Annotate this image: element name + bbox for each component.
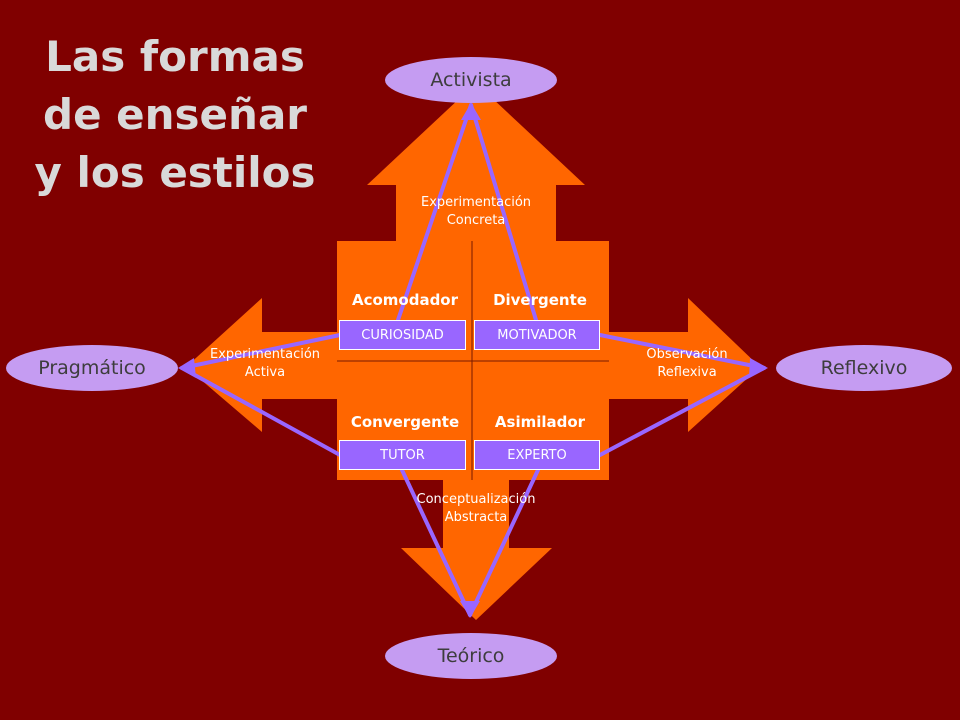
title-line-1: Las formas	[45, 32, 305, 81]
arrow-up	[367, 83, 585, 242]
title-line-2: de enseñar	[43, 90, 307, 139]
axis-label-right-line-1: Observación	[646, 347, 728, 362]
pole-reflexivo: Reflexivo	[776, 345, 952, 391]
axis-label-top: Experimentación Concreta	[396, 194, 556, 230]
axis-label-top-line-2: Concreta	[446, 213, 506, 228]
quadrant-title-acomodador: Acomodador	[351, 291, 459, 309]
page-title: Las formas de enseñar y los estilos	[20, 28, 330, 202]
axis-label-bottom-line-2: Abstracta	[444, 510, 508, 525]
axis-label-left-line-2: Activa	[244, 365, 286, 380]
connector-motivador-activista	[469, 103, 538, 322]
connector-curiosidad-activista	[396, 103, 473, 322]
arrowhead-left	[178, 358, 196, 378]
axis-label-bottom: Conceptualización Abstracta	[386, 491, 566, 527]
pole-teorico: Teórico	[385, 633, 557, 679]
connector-experto-teorico	[468, 468, 540, 617]
axis-label-left: Experimentación Activa	[190, 346, 340, 382]
box-experto: EXPERTO	[474, 440, 600, 470]
arrowhead-bottom	[460, 601, 480, 618]
connector-tutor-teorico	[400, 468, 472, 617]
quadrant-title-divergente: Divergente	[493, 291, 587, 309]
arrowhead-top	[461, 103, 481, 120]
connector-experto-reflexivo	[598, 366, 766, 457]
axis-label-bottom-line-1: Conceptualización	[416, 492, 536, 507]
box-tutor: TUTOR	[339, 440, 466, 470]
title-line-3: y los estilos	[34, 148, 316, 197]
arrowhead-right	[749, 358, 768, 378]
quadrant-title-convergente: Convergente	[350, 413, 460, 431]
arrow-right	[608, 298, 760, 432]
connector-curiosidad-pragmatico	[180, 333, 342, 370]
axis-label-right-line-2: Reflexiva	[657, 365, 717, 380]
axis-label-left-line-1: Experimentación	[209, 347, 321, 362]
connector-tutor-pragmatico	[180, 366, 342, 457]
axis-label-right: Observación Reflexiva	[612, 346, 762, 382]
pole-activista: Activista	[385, 57, 557, 103]
arrow-down	[401, 480, 552, 620]
box-motivador: MOTIVADOR	[474, 320, 600, 350]
pole-pragmatico: Pragmático	[6, 345, 178, 391]
connector-motivador-reflexivo	[598, 333, 766, 370]
arrow-left	[186, 298, 338, 432]
quadrant-title-asimilador: Asimilador	[494, 413, 586, 431]
box-curiosidad: CURIOSIDAD	[339, 320, 466, 350]
axis-label-top-line-1: Experimentación	[420, 195, 532, 210]
